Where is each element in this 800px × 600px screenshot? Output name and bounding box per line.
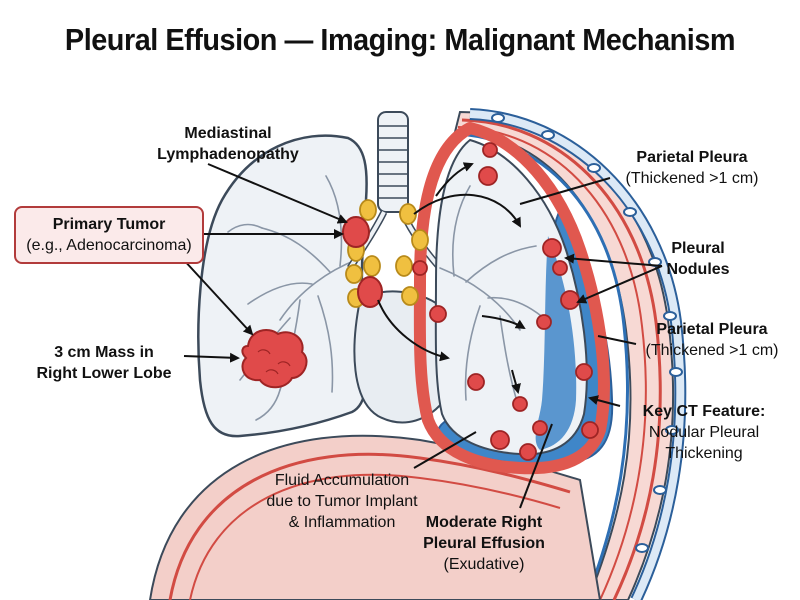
chest-wall [453,108,687,600]
parietal-pleura-top-line1: Parietal Pleura [636,149,748,166]
effusion-label-line2: Pleural Effusion [423,535,545,552]
key-ct-feature-line3: Thickening [665,445,743,462]
primary-tumor-label-line2: (e.g., Adenocarcinoma) [26,237,192,254]
key-ct-feature-label: Key CT Feature: Nodular Pleural Thickeni… [624,401,784,464]
pleural-nodules-line1: Pleural [671,240,725,257]
parietal-pleura-top-line2: (Thickened >1 cm) [625,170,759,187]
key-ct-feature-line2: Nodular Pleural [648,424,760,441]
primary-tumor-label-line1: Primary Tumor [52,216,166,233]
mass-label-line2: Right Lower Lobe [36,365,172,382]
fluid-accumulation-line1: Fluid Accumulation [274,472,410,489]
effusion-label-line3: (Exudative) [443,556,525,573]
lung-mass [241,329,308,389]
parietal-pleura-mid-line2: (Thickened >1 cm) [645,342,779,359]
pleural-nodules-line2: Nodules [666,261,730,278]
diaphragm [148,434,602,600]
mediastinal-label-line1: Mediastinal [184,125,272,142]
mediastinal-tumor-nodes [342,216,383,308]
mass-label-line1: 3 cm Mass in [54,344,154,361]
mediastinal-label: Mediastinal Lymphadenopathy [138,123,318,165]
pleural-nodules-label: Pleural Nodules [654,238,742,280]
effusion-label-line1: Moderate Right [425,514,543,531]
pleural-nodules [412,142,599,461]
leader-lines [181,163,663,509]
primary-tumor-label: Primary Tumor (e.g., Adenocarcinoma) [14,206,204,264]
parietal-pleura-mid-line1: Parietal Pleura [656,321,768,338]
effusion-label: Moderate Right Pleural Effusion (Exudati… [402,512,566,575]
fluid-accumulation-label: Fluid Accumulation due to Tumor Implant … [250,470,434,533]
spread-arrows [377,162,526,394]
parietal-pleura-top-label: Parietal Pleura (Thickened >1 cm) [604,147,780,189]
mediastinal-label-line2: Lymphadenopathy [157,146,299,163]
fluid-accumulation-line2: due to Tumor Implant [266,493,418,510]
lymph-nodes [345,199,429,308]
parietal-pleura-mid-label: Parietal Pleura (Thickened >1 cm) [628,319,796,361]
fluid-accumulation-line3: & Inflammation [288,514,396,531]
key-ct-feature-line1: Key CT Feature: [642,403,766,420]
mass-label: 3 cm Mass in Right Lower Lobe [24,342,184,384]
page-title: Pleural Effusion — Imaging: Malignant Me… [64,22,736,57]
right-lung [197,134,368,438]
